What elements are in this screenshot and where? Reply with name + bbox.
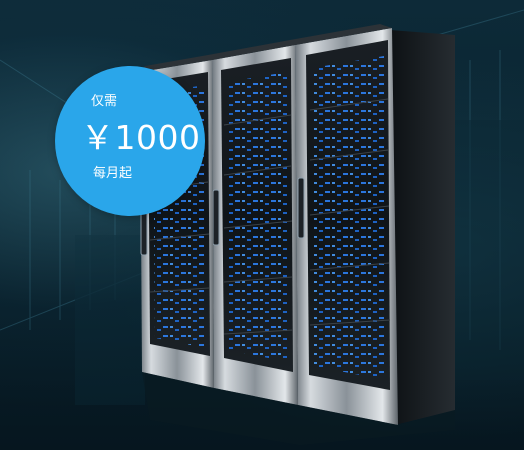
price-amount: ￥1000 bbox=[81, 118, 201, 157]
price-prefix: 仅需 bbox=[91, 94, 118, 109]
price-badge: 仅需 ￥1000 每月起 bbox=[55, 66, 205, 216]
price-suffix: 每月起 bbox=[93, 166, 133, 181]
